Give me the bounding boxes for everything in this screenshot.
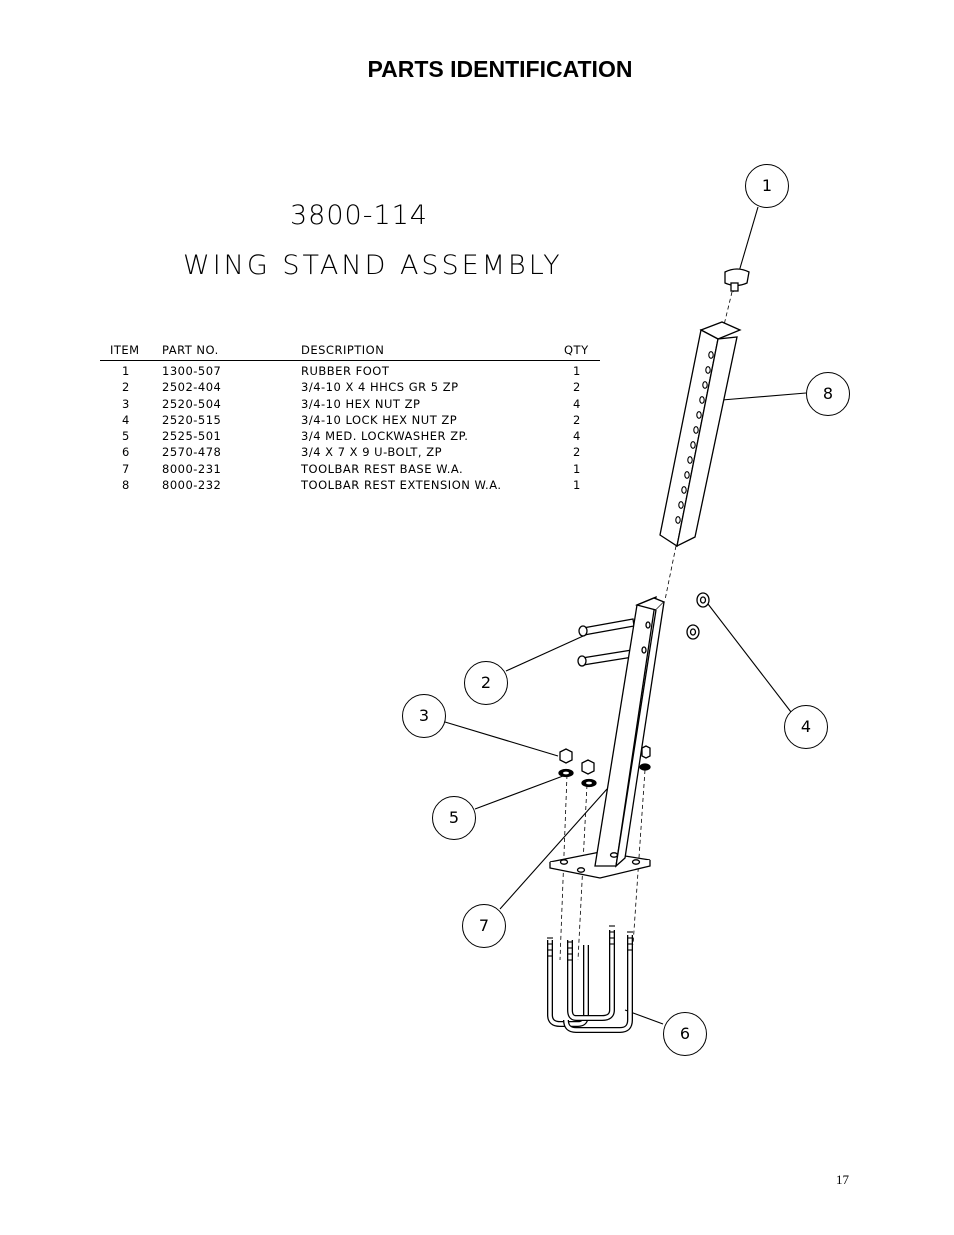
parts-table: ITEM PART NO. DESCRIPTION QTY 1 1300-507… [100,340,600,493]
row-description: RUBBER FOOT [301,364,390,378]
callout-4: 4 [784,705,828,749]
leader-item-4 [707,603,792,713]
leader-item-7 [499,788,608,910]
row-qty: 2 [573,412,581,427]
row-part-no: 8000-232 [162,478,222,493]
callout-7: 7 [462,904,506,948]
leader-item-3 [444,721,559,757]
row-qty: 2 [573,380,581,395]
row-part-no: 8000-231 [162,461,222,476]
callout-1: 1 [745,164,789,208]
row-item: 8 [122,478,130,493]
callout-5: 5 [432,796,476,840]
row-qty: 4 [573,429,581,444]
table-row: 4 2520-515 3/4-10 LOCK HEX NUT ZP 2 [100,410,600,427]
header-qty: QTY [564,343,589,357]
row-part-no: 1300-507 [162,364,222,378]
table-row: 6 2570-478 3/4 X 7 X 9 U-BOLT, ZP 2 [100,442,600,460]
row-qty: 2 [573,445,581,460]
u-bolts [547,925,633,1033]
row-item: 2 [122,380,130,395]
row-item: 1 [122,364,130,378]
row-part-no: 2502-404 [162,380,222,395]
leader-item-5 [474,775,564,810]
header-description: DESCRIPTION [301,343,385,357]
row-item: 4 [122,412,130,427]
row-description: 3/4 MED. LOCKWASHER ZP. [301,429,469,444]
extension-holes [675,351,714,524]
row-item: 7 [122,461,130,476]
row-part-no: 2520-504 [162,396,222,411]
row-item: 3 [122,396,130,411]
toolbar-rest-extension [659,321,742,548]
page-number: 17 [836,1172,849,1187]
assembly-number: 3800-114 [290,200,428,231]
assembly-name: WING STAND ASSEMBLY [183,250,563,281]
leader-item-2 [505,631,593,672]
row-description: TOOLBAR REST BASE W.A. [301,461,464,476]
row-part-no: 2520-515 [162,412,222,427]
callout-2: 2 [464,661,508,705]
header-item: ITEM [110,343,140,357]
row-qty: 4 [573,396,581,411]
hex-bolts [577,618,635,667]
rubber-foot [724,268,750,292]
row-description: 3/4 X 7 X 9 U-BOLT, ZP [301,445,443,460]
table-row: 5 2525-501 3/4 MED. LOCKWASHER ZP. 4 [100,426,600,444]
leader-lines [444,206,807,1025]
row-description: 3/4-10 LOCK HEX NUT ZP [301,412,458,427]
lock-hex-nuts [686,592,710,640]
row-qty: 1 [573,478,581,493]
callout-3: 3 [402,694,446,738]
header-part-no: PART NO. [162,343,219,357]
row-description: 3/4-10 HEX NUT ZP [301,396,421,411]
leader-item-8 [721,392,807,401]
table-row: 8 8000-232 TOOLBAR REST EXTENSION W.A. 1 [100,475,600,493]
row-item: 5 [122,429,130,444]
page-heading: PARTS IDENTIFICATION [367,56,633,82]
table-row: 1 1300-507 RUBBER FOOT 1 [100,361,600,378]
table-row: 2 2502-404 3/4-10 X 4 HHCS GR 5 ZP 2 [100,377,600,395]
row-part-no: 2570-478 [162,445,222,460]
callout-6: 6 [663,1012,707,1056]
row-qty: 1 [573,461,581,476]
callout-8: 8 [806,372,850,416]
toolbar-rest-base [549,595,666,879]
hex-nuts-and-lockwashers [558,745,651,788]
row-description: TOOLBAR REST EXTENSION W.A. [301,478,502,493]
row-description: 3/4-10 X 4 HHCS GR 5 ZP [301,380,459,395]
table-row: 7 8000-231 TOOLBAR REST BASE W.A. 1 [100,459,600,476]
row-qty: 1 [573,364,581,378]
row-item: 6 [122,445,130,460]
parts-table-header: ITEM PART NO. DESCRIPTION QTY [100,340,600,361]
row-part-no: 2525-501 [162,429,222,444]
table-row: 3 2520-504 3/4-10 HEX NUT ZP 4 [100,394,600,411]
